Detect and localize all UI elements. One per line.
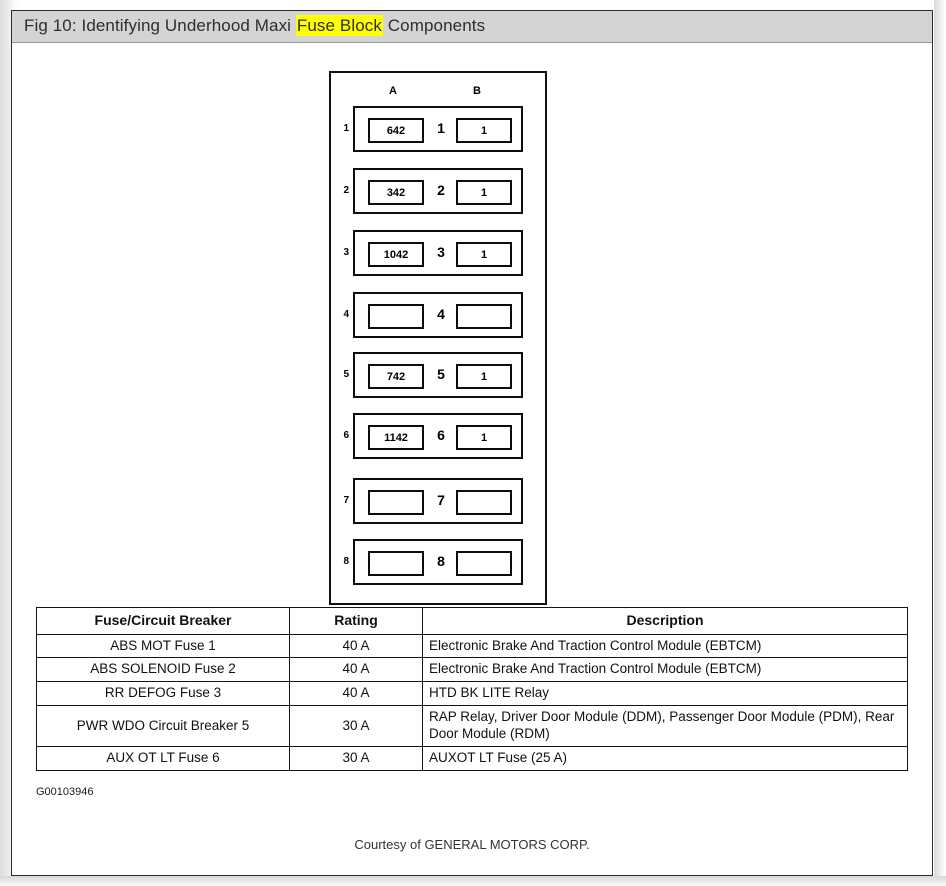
row-center-number: 1 [437, 120, 445, 136]
row-center-number: 4 [437, 306, 445, 322]
figure-id-code: G00103946 [36, 786, 94, 798]
cell-description: AUXOT LT Fuse (25 A) [422, 745, 908, 771]
row-center-number: 7 [437, 492, 445, 508]
fuse-cavity-b[interactable]: 1 [456, 425, 512, 450]
fuse-cavity-a[interactable] [368, 551, 424, 576]
row-index-label: 2 [343, 185, 349, 196]
column-header-a: A [389, 85, 397, 97]
cell-description: Electronic Brake And Traction Control Mo… [422, 657, 908, 683]
table-row: RR DEFOG Fuse 3 40 A HTD BK LITE Relay [36, 681, 908, 707]
page-title: Fig 10: Identifying Underhood Maxi Fuse … [24, 15, 486, 36]
cell-rating: 40 A [289, 681, 423, 707]
fuse-slot-row[interactable]: 4 4 [343, 292, 523, 338]
table-row: PWR WDO Circuit Breaker 5 30 A RAP Relay… [36, 705, 908, 747]
cell-fuse-name: AUX OT LT Fuse 6 [36, 745, 290, 771]
page-shadow-left [0, 0, 12, 886]
page-shadow-bottom [0, 876, 946, 886]
fuse-slot-row[interactable]: 6 1142 6 1 [343, 413, 523, 459]
cell-fuse-name: PWR WDO Circuit Breaker 5 [36, 705, 290, 747]
row-index-label: 8 [343, 556, 349, 567]
page-title-prefix: Fig 10: Identifying Underhood Maxi [24, 16, 296, 35]
column-header-fuse: Fuse/Circuit Breaker [36, 607, 290, 635]
table-row: ABS MOT Fuse 1 40 A Electronic Brake And… [36, 633, 908, 659]
row-index-label: 6 [343, 430, 349, 441]
table-row: AUX OT LT Fuse 6 30 A AUXOT LT Fuse (25 … [36, 745, 908, 771]
cell-rating: 40 A [289, 633, 423, 659]
fuse-cavity-a[interactable]: 1042 [368, 242, 424, 267]
table-header-row: Fuse/Circuit Breaker Rating Description [36, 607, 908, 635]
fuse-cavity-b[interactable]: 1 [456, 364, 512, 389]
page-title-highlight: Fuse Block [295, 15, 383, 36]
cell-description: Electronic Brake And Traction Control Mo… [422, 633, 908, 659]
column-header-description: Description [422, 607, 908, 635]
cell-fuse-name: ABS SOLENOID Fuse 2 [36, 657, 290, 683]
row-center-number: 2 [437, 182, 445, 198]
cell-fuse-name: ABS MOT Fuse 1 [36, 633, 290, 659]
fuse-slot-row[interactable]: 3 1042 3 1 [343, 230, 523, 276]
row-center-number: 8 [437, 553, 445, 569]
fuse-cavity-b[interactable]: 1 [456, 118, 512, 143]
row-index-label: 3 [343, 247, 349, 258]
fuse-cavity-b[interactable]: 1 [456, 180, 512, 205]
table-row: ABS SOLENOID Fuse 2 40 A Electronic Brak… [36, 657, 908, 683]
cell-description: HTD BK LITE Relay [422, 681, 908, 707]
fuse-cavity-b[interactable]: 1 [456, 242, 512, 267]
cell-rating: 30 A [289, 705, 423, 747]
fuse-cavity-b[interactable] [456, 490, 512, 515]
page-title-suffix: Components [382, 16, 486, 35]
column-header-rating: Rating [289, 607, 423, 635]
fuse-cavity-b[interactable] [456, 304, 512, 329]
fuse-description-table: Fuse/Circuit Breaker Rating Description … [36, 607, 908, 771]
row-index-label: 5 [343, 369, 349, 380]
cell-description: RAP Relay, Driver Door Module (DDM), Pas… [422, 705, 908, 747]
fuse-cavity-a[interactable] [368, 490, 424, 515]
fuse-cavity-a[interactable]: 642 [368, 118, 424, 143]
fuse-cavity-a[interactable]: 342 [368, 180, 424, 205]
fuse-slot-row[interactable]: 1 642 1 1 [343, 106, 523, 152]
row-index-label: 7 [343, 495, 349, 506]
fuse-cavity-b[interactable] [456, 551, 512, 576]
row-center-number: 6 [437, 427, 445, 443]
cell-rating: 40 A [289, 657, 423, 683]
fuse-slot-row[interactable]: 2 342 2 1 [343, 168, 523, 214]
row-center-number: 5 [437, 366, 445, 382]
row-index-label: 1 [343, 123, 349, 134]
fuse-block-diagram: A B 1 642 1 1 2 342 2 1 3 1042 3 1 4 4 5 [329, 71, 547, 605]
figure-header-bar: Fig 10: Identifying Underhood Maxi Fuse … [12, 11, 932, 43]
fuse-slot-row[interactable]: 5 742 5 1 [343, 352, 523, 398]
fuse-cavity-a[interactable] [368, 304, 424, 329]
fuse-cavity-a[interactable]: 1142 [368, 425, 424, 450]
row-index-label: 4 [343, 309, 349, 320]
courtesy-notice: Courtesy of GENERAL MOTORS CORP. [354, 837, 590, 852]
column-header-b: B [473, 85, 481, 97]
cell-fuse-name: RR DEFOG Fuse 3 [36, 681, 290, 707]
fuse-slot-row[interactable]: 8 8 [343, 539, 523, 585]
fuse-cavity-a[interactable]: 742 [368, 364, 424, 389]
cell-rating: 30 A [289, 745, 423, 771]
fuse-slot-row[interactable]: 7 7 [343, 478, 523, 524]
row-center-number: 3 [437, 244, 445, 260]
page-shadow-right [934, 0, 946, 886]
document-frame: Fig 10: Identifying Underhood Maxi Fuse … [11, 10, 933, 876]
